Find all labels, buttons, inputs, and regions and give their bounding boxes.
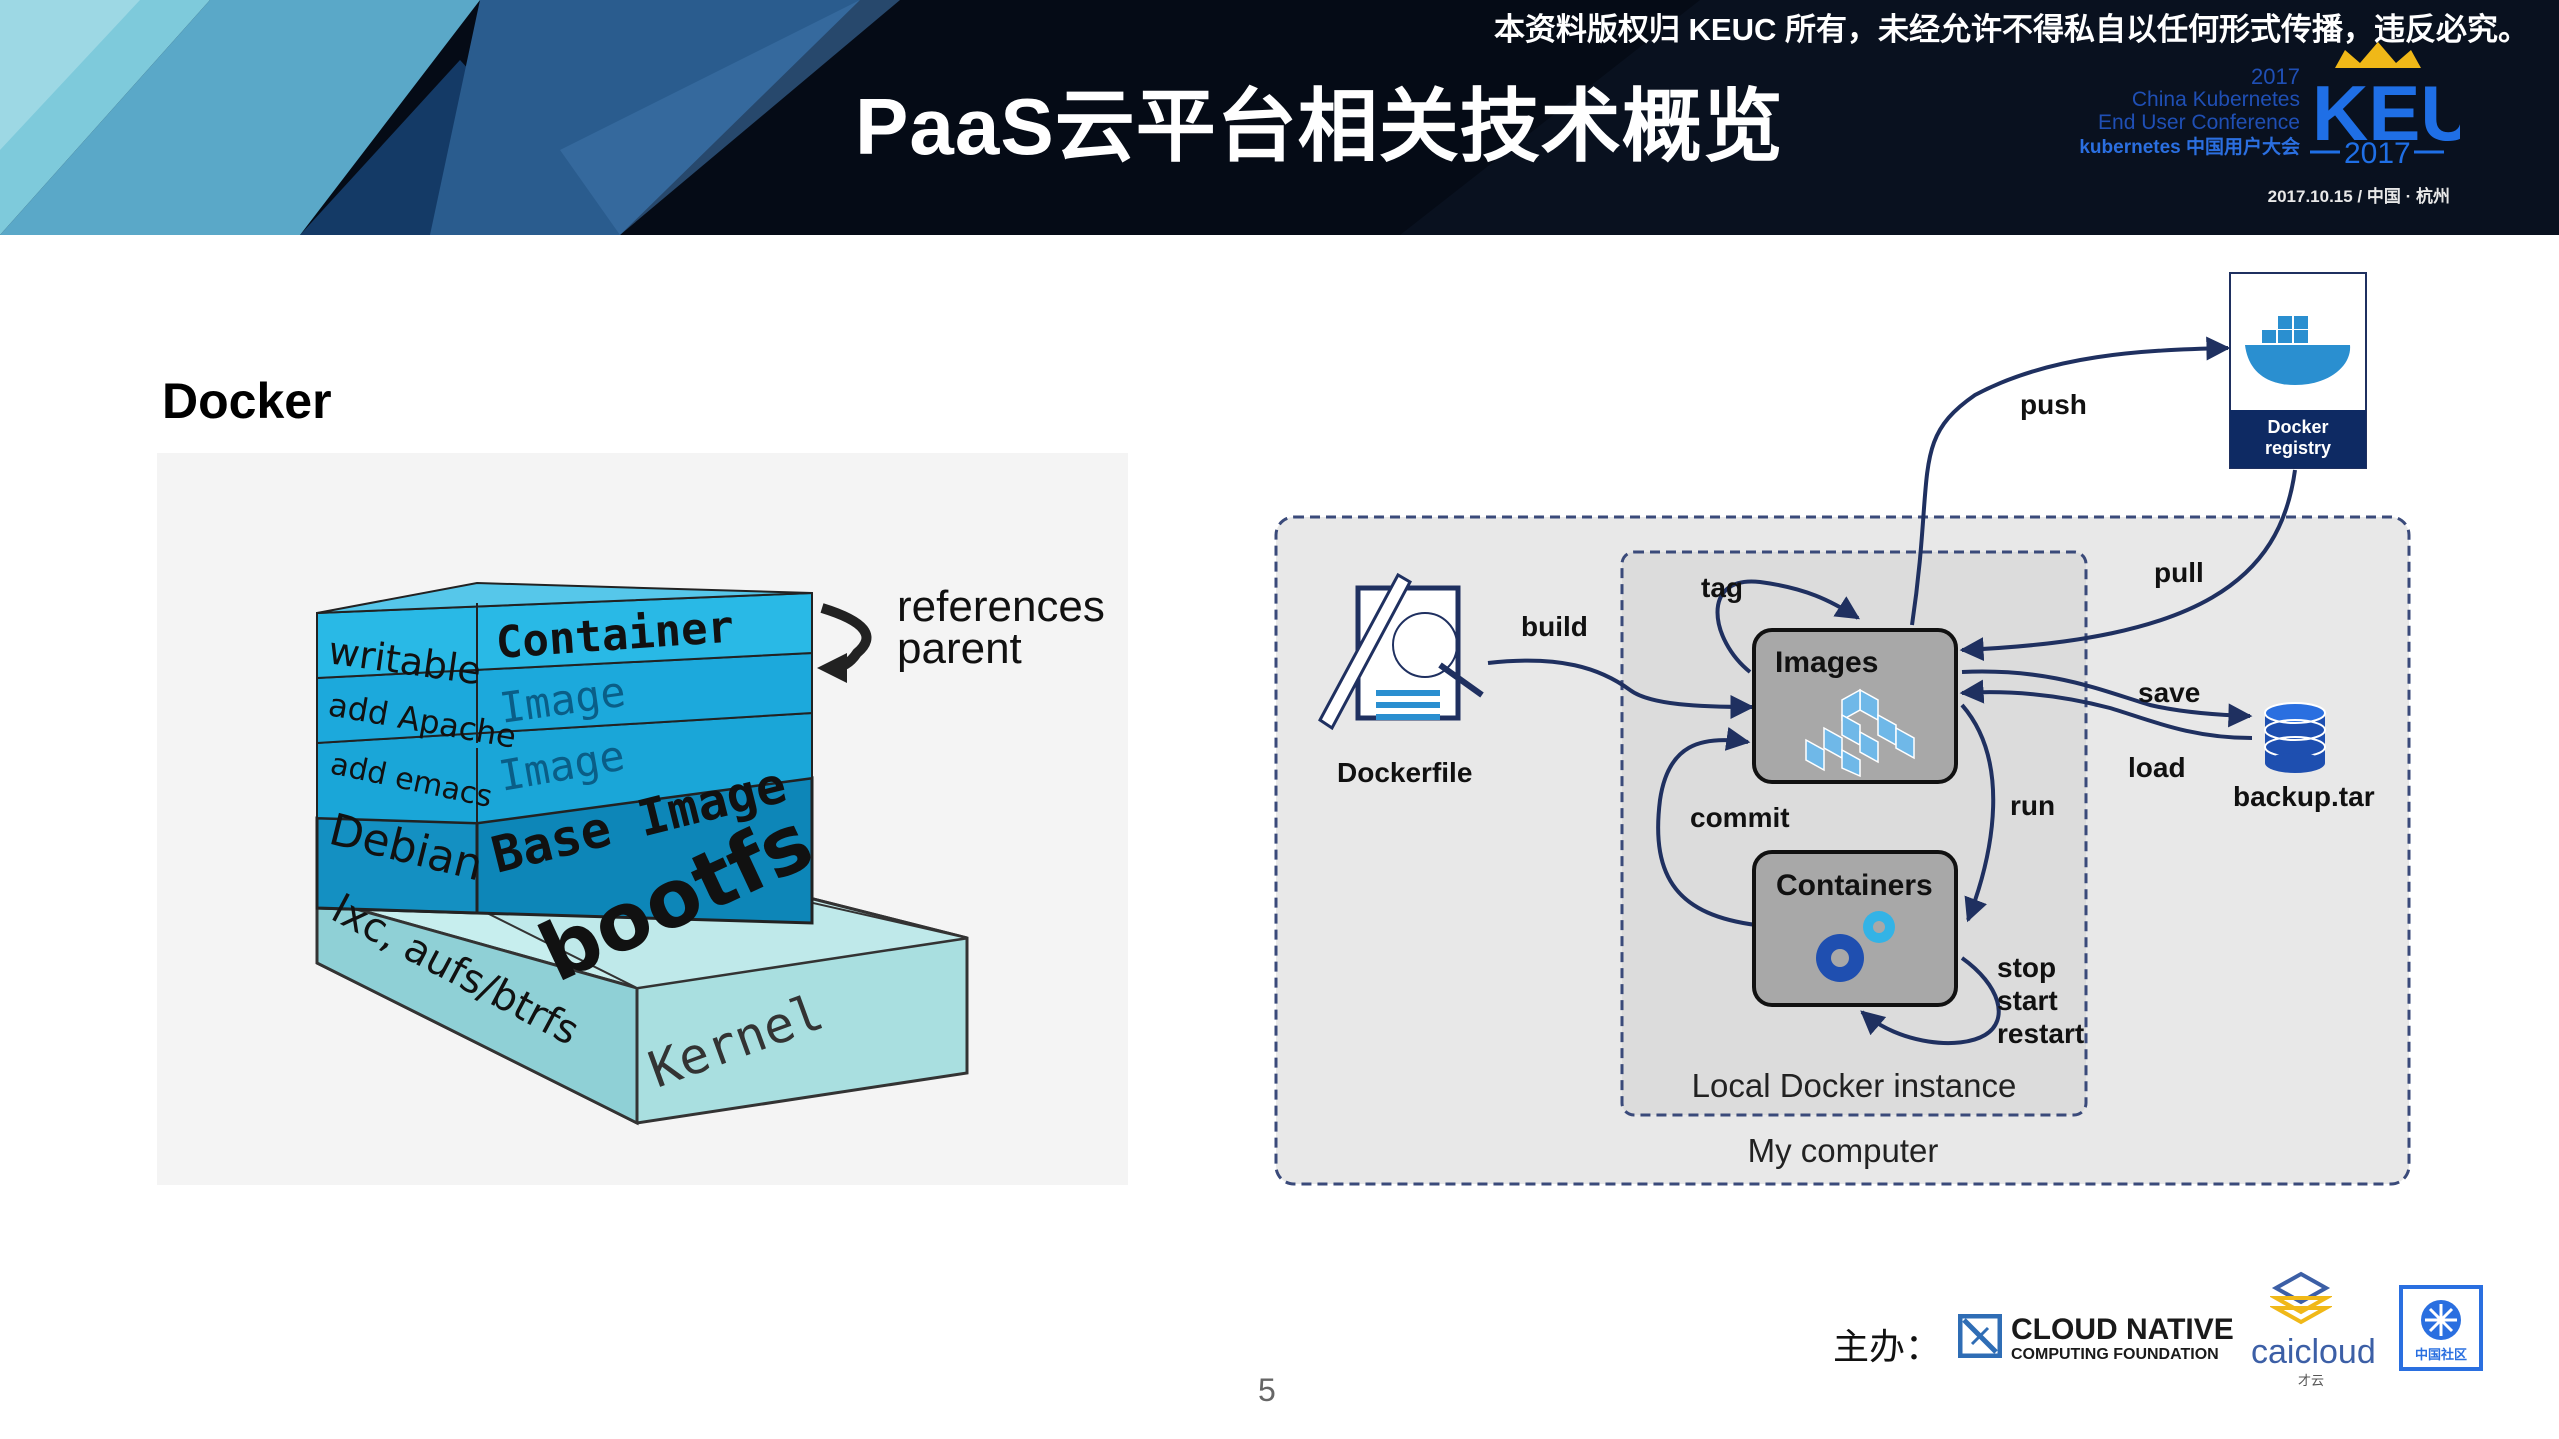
caicloud-subtitle: 才云 <box>2298 1373 2325 1388</box>
push-label: push <box>2020 389 2087 420</box>
my-computer-label: My computer <box>1748 1132 1939 1169</box>
local-instance-label: Local Docker instance <box>1692 1067 2017 1104</box>
backup-label: backup.tar <box>2233 781 2375 812</box>
restart-label: restart <box>1997 1018 2084 1049</box>
push-arrow <box>1910 336 2231 626</box>
tag-label: tag <box>1701 572 1743 603</box>
start-label: start <box>1997 985 2058 1016</box>
k8s-china-community-logo: 中国社区 <box>2399 1285 2483 1371</box>
registry-label-1: Docker <box>2267 417 2328 437</box>
load-arrow <box>1959 679 2253 740</box>
dockerfile-label: Dockerfile <box>1337 757 1472 788</box>
backup-disk-icon <box>2264 702 2326 773</box>
dockerfile-icon <box>1318 572 1484 731</box>
keuc-logo: 2017 China Kubernetes End User Conferenc… <box>2079 42 2460 206</box>
run-arrow <box>1960 703 1996 923</box>
svg-text:2017: 2017 <box>2251 64 2300 89</box>
slide-title: PaaS云平台相关技术概览 <box>855 82 1784 171</box>
build-arrow <box>1487 658 1755 719</box>
svg-text:End User Conference: End User Conference <box>2098 111 2300 134</box>
svg-text:2017: 2017 <box>2344 137 2411 170</box>
containers-box <box>1752 850 1958 1007</box>
sponsor-label: 主办： <box>1833 1326 1942 1367</box>
svg-text:中国社区: 中国社区 <box>2415 1347 2467 1363</box>
docker-workflow-diagram: Dockerfile build Images tag Docker regis… <box>1274 272 2411 1186</box>
images-label: Images <box>1775 646 1878 679</box>
section-heading: Docker <box>162 373 332 429</box>
containers-label: Containers <box>1776 869 1933 902</box>
docker-whale-icon <box>2245 316 2351 385</box>
parent-text: parent <box>897 624 1022 673</box>
images-cubes-icon <box>1805 688 1915 778</box>
load-label: load <box>2128 752 2186 783</box>
pull-arrow <box>1959 469 2297 662</box>
header-background <box>0 0 2559 235</box>
lifecycle-arrow <box>1860 956 2001 1046</box>
save-arrow <box>1961 669 2253 728</box>
tag-arrow <box>1715 579 1861 674</box>
stop-label: stop <box>1997 952 2056 983</box>
pull-label: pull <box>2154 557 2204 588</box>
header-banner: 本资料版权归 KEUC 所有，未经允许不得私自以任何形式传播，违反必究。 Paa… <box>0 0 2559 235</box>
svg-text:2017.10.15 / 中国 · 杭州: 2017.10.15 / 中国 · 杭州 <box>2268 186 2450 206</box>
docker-layers-figure: writable Container add Apache Image add … <box>157 453 1128 1185</box>
commit-arrow <box>1656 727 1757 927</box>
build-label: build <box>1521 611 1588 642</box>
save-label: save <box>2138 677 2200 708</box>
svg-text:kubernetes 中国用户大会: kubernetes 中国用户大会 <box>2079 135 2300 158</box>
cncf-logo-icon <box>1958 1314 2002 1358</box>
gears-icon <box>1816 911 1895 982</box>
run-label: run <box>2010 790 2055 821</box>
cncf-title: CLOUD NATIVE <box>2011 1313 2234 1346</box>
caicloud-name: caicloud <box>2251 1333 2376 1371</box>
page-number: 5 <box>1258 1372 1276 1408</box>
cncf-subtitle: COMPUTING FOUNDATION <box>2011 1346 2219 1363</box>
svg-text:KEUC: KEUC <box>2312 69 2460 157</box>
registry-label-2: registry <box>2265 438 2331 458</box>
caicloud-logo-icon <box>2270 1271 2332 1325</box>
references-text: references <box>897 582 1105 631</box>
copyright-notice: 本资料版权归 KEUC 所有，未经允许不得私自以任何形式传播，违反必究。 <box>1493 12 2529 47</box>
commit-label: commit <box>1690 802 1790 833</box>
svg-text:China Kubernetes: China Kubernetes <box>2132 88 2300 111</box>
